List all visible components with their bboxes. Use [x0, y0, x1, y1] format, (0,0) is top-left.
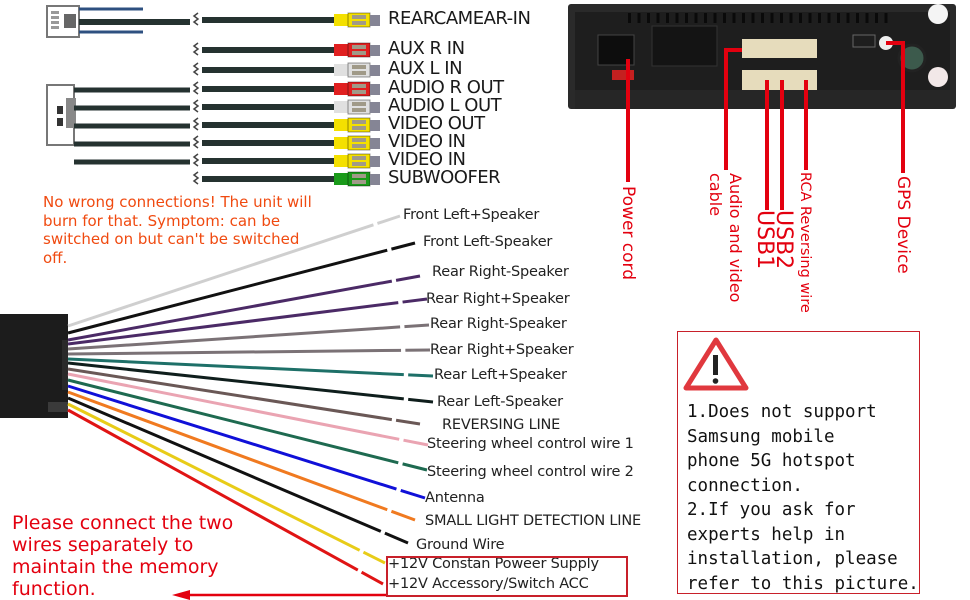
rca-cable	[192, 12, 380, 28]
head-unit-back-panel	[568, 4, 956, 109]
power-wire	[67, 357, 434, 378]
wire-label: Rear Left-Speaker	[437, 394, 563, 410]
rca-plug-icon	[334, 83, 348, 95]
power-wire	[67, 361, 434, 404]
power-wire	[67, 390, 416, 522]
power-wire	[67, 214, 401, 328]
notice-line: refer to this picture.	[687, 573, 919, 594]
power-wire-bundle	[67, 214, 434, 586]
wire-label: Rear Right+Speaker	[430, 342, 574, 358]
rca-label: VIDEO OUT	[388, 113, 485, 134]
rca-label: AUX R IN	[388, 38, 465, 59]
iso-connector-block	[0, 314, 68, 418]
multi-pin-plug	[46, 84, 76, 146]
power-wire	[67, 402, 386, 565]
wire-label: Rear Right+Speaker	[426, 291, 570, 307]
power-wire	[67, 367, 421, 426]
power-wire	[67, 297, 428, 346]
wrong-connection-warning: No wrong connections! The unit will burn…	[43, 193, 312, 267]
rca-cable	[192, 62, 380, 78]
warning-triangle-icon	[683, 337, 749, 391]
power-wire	[67, 384, 426, 500]
rca-plug-icon	[334, 14, 348, 26]
port-label-usb1: USB1	[752, 210, 777, 270]
rca-cable	[192, 42, 380, 58]
rca-cable	[74, 153, 380, 169]
port-label-rca-reversing-wire: RCA Reversing wire	[797, 172, 813, 313]
rca-plug-icon	[334, 64, 348, 76]
memory-function-note: Please connect the two wires separately …	[12, 512, 234, 600]
wire-label: Rear Right-Speaker	[432, 264, 569, 280]
rca-cable	[192, 171, 380, 187]
wire-label: +12V Constan Poweer Supply	[388, 556, 599, 572]
notice-line: experts help in	[687, 524, 846, 545]
wire-label: Front Left-Speaker	[423, 234, 553, 250]
wire-label: Steering wheel control wire 1	[427, 436, 634, 452]
rca-label: VIDEO IN	[388, 131, 466, 152]
rca-cable	[74, 99, 380, 115]
wire-label: Ground Wire	[416, 537, 505, 553]
power-wire	[67, 408, 384, 586]
rca-label: REARCAMEAR-IN	[388, 8, 531, 29]
rca-plug-icon	[334, 101, 348, 113]
wire-label: REVERSING LINE	[442, 417, 561, 433]
rca-cable	[74, 81, 380, 97]
wire-label: Steering wheel control wire 2	[427, 464, 634, 480]
notice-line: connection.	[687, 475, 803, 496]
power-wire	[67, 378, 428, 472]
wire-label: Rear Right-Speaker	[430, 316, 567, 332]
power-wire	[67, 348, 431, 356]
power-wire	[67, 241, 416, 335]
wire-label: +12V Accessory/Switch ACC	[388, 576, 589, 592]
rca-plug-icon	[334, 155, 348, 167]
rca-plug-icon	[334, 44, 348, 56]
rca-label: VIDEO IN	[388, 149, 466, 170]
port-label-power-cord: Power cord	[618, 186, 638, 281]
power-wire	[67, 274, 421, 342]
rca-plug-icon	[334, 173, 348, 185]
rca-cable	[74, 135, 380, 151]
wire-label: Antenna	[425, 490, 485, 506]
power-wire	[67, 323, 430, 351]
rca-label: AUDIO R OUT	[388, 77, 504, 98]
port-label-gps-device: GPS Device	[893, 176, 913, 274]
wire-label: Front Left+Speaker	[403, 207, 540, 223]
memory-arrow-icon	[172, 590, 386, 600]
port-callout-lines	[626, 41, 905, 210]
notice-line: phone 5G hotspot	[687, 451, 856, 471]
rca-cable-bundle	[74, 12, 380, 187]
rca-label: AUX L IN	[388, 58, 463, 79]
notice-line: 1.Does not support	[687, 402, 877, 422]
rca-label: SUBWOOFER	[388, 167, 501, 188]
constant-power-highlight-box	[386, 556, 628, 597]
rca-plug-icon	[334, 137, 348, 149]
power-wire	[67, 372, 429, 447]
wire-label: Rear Left+Speaker	[434, 367, 567, 383]
rca-cable	[74, 117, 380, 133]
port-label-audio-video-cable: Audio and video cable	[706, 173, 745, 303]
rca-label: AUDIO L OUT	[388, 95, 502, 116]
rear-camera-plug	[46, 5, 190, 38]
power-wire	[67, 396, 409, 545]
rca-plug-icon	[334, 119, 348, 131]
wire-label: SMALL LIGHT DETECTION LINE	[425, 513, 641, 529]
port-label-usb2: USB2	[771, 210, 796, 270]
notice-line: 2.If you ask for	[687, 500, 856, 520]
notice-line: Samsung mobile	[687, 426, 835, 447]
notice-line: installation, please	[687, 549, 898, 569]
